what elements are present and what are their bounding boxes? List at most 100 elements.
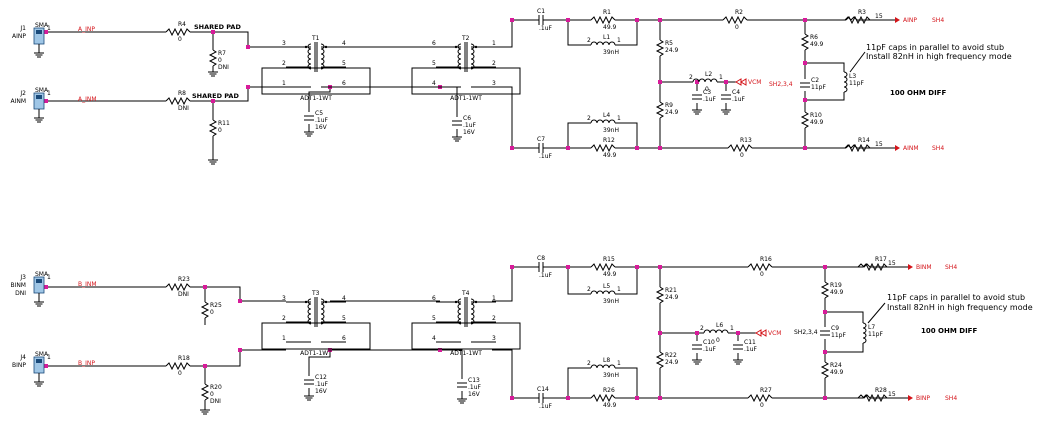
ground-bars xyxy=(304,131,314,137)
transformer-t1 xyxy=(261,42,371,95)
junction-dot xyxy=(658,396,662,400)
capacitor-value: .1uF xyxy=(468,384,482,391)
inductor-pin: 2 xyxy=(587,286,591,293)
inductor-l7 xyxy=(862,322,867,344)
inductor-l2 xyxy=(692,78,718,83)
inductor-ref: L2 xyxy=(705,71,712,78)
connector-name: AINP xyxy=(12,33,26,40)
capacitor-c6 xyxy=(452,120,462,126)
port-arrow xyxy=(908,264,913,270)
inductor-pin: 2 xyxy=(689,74,693,81)
resistor-value: 24.9 xyxy=(665,47,679,54)
sheet-ref-label: SH2,3,4 xyxy=(769,81,793,88)
resistor-value: 49.9 xyxy=(603,24,617,31)
port-wire xyxy=(857,263,908,268)
connector-ref: J2 xyxy=(19,90,26,97)
resistor-ref: R4 xyxy=(178,21,186,28)
capacitor-ref: C2 xyxy=(811,77,819,84)
capacitor-c7 xyxy=(535,143,547,153)
transformer-box xyxy=(261,322,371,350)
resistor-value-2: DNI xyxy=(218,64,229,71)
capacitor-plates xyxy=(733,344,743,350)
capacitor-value: .1uF xyxy=(744,346,758,353)
resistor-r25 xyxy=(200,301,210,319)
capacitor-value: .1uF xyxy=(315,381,329,388)
junction-dot xyxy=(566,265,570,269)
junction-dot xyxy=(510,18,514,22)
sma-connector-j4 xyxy=(33,356,45,382)
transformer-pin: 4 xyxy=(342,40,346,47)
transformer-core xyxy=(314,297,318,327)
resistor-ref: R3 xyxy=(858,9,866,16)
note-line-1: 11pF caps in parallel to avoid stub xyxy=(887,293,1025,302)
inductor-pin: 1 xyxy=(617,286,621,293)
resistor-r4 xyxy=(165,27,191,37)
resistor-value: DNI xyxy=(178,105,189,112)
transformer-primary xyxy=(307,43,312,70)
inductor-ref: L7 xyxy=(868,324,875,331)
resistor-value: 0 xyxy=(740,152,744,159)
transformer-pin: 4 xyxy=(342,295,346,302)
transformer-ref: T3 xyxy=(311,290,320,297)
junction-dot xyxy=(566,396,570,400)
inductor-pin: 1 xyxy=(617,37,621,44)
capacitor-value: .1uF xyxy=(539,25,553,32)
capacitor-c13 xyxy=(457,382,467,388)
junction-dot xyxy=(510,396,514,400)
resistor-value: 49.9 xyxy=(603,152,617,159)
transformer-box xyxy=(411,322,521,350)
junction-dot xyxy=(635,265,639,269)
resistor-ref: R6 xyxy=(810,34,818,41)
transformer-part: ADT1-1WT xyxy=(450,95,482,102)
junction-dot xyxy=(238,348,242,352)
capacitor-ref: C5 xyxy=(315,110,323,117)
ground-3 xyxy=(452,136,462,142)
parts-layer xyxy=(33,15,913,415)
resistor-value: DNI xyxy=(178,291,189,298)
resistor-value: 0 xyxy=(760,402,764,409)
ground-bars xyxy=(304,395,314,401)
transformer-ref: T2 xyxy=(461,35,470,42)
sma-pin xyxy=(36,359,42,363)
capacitor-value: 11pF xyxy=(811,84,826,91)
sma-ground-1 xyxy=(34,117,44,123)
ground-bars xyxy=(34,301,44,307)
capacitor-value-2: 16V xyxy=(315,124,328,131)
sma-connector-j2 xyxy=(33,92,45,118)
transformer-leads xyxy=(436,301,496,343)
inductor-ref: L6 xyxy=(716,322,723,329)
capacitor-value: .1uF xyxy=(315,117,329,124)
port-pin: 15 xyxy=(888,260,896,267)
resistor-value: 49.9 xyxy=(810,41,824,48)
resistor-r10 xyxy=(800,111,810,129)
junction-dot xyxy=(203,285,207,289)
resistor-r7 xyxy=(208,49,218,67)
resistor-r27 xyxy=(747,393,773,403)
capacitor-c10 xyxy=(692,344,702,350)
shared-pad-label: SHARED PAD xyxy=(194,23,241,31)
capacitor-c8 xyxy=(535,262,547,272)
port-sheet: SH4 xyxy=(932,17,944,24)
resistor-value: 0 xyxy=(218,57,222,64)
transformer-leads xyxy=(286,46,346,88)
transformer-pin: 3 xyxy=(282,295,286,302)
resistor-value: 24.9 xyxy=(665,294,679,301)
port-wire xyxy=(844,16,895,21)
resistor-r24 xyxy=(820,361,830,379)
connector-name-2: DNI xyxy=(15,290,26,297)
diff-impedance-label: 100 OHM DIFF xyxy=(921,327,977,335)
transformer-secondary xyxy=(320,298,325,325)
transformer-secondary xyxy=(320,43,325,70)
resistor-r6 xyxy=(800,33,810,51)
resistor-r12 xyxy=(590,143,616,153)
inductor-value: 39nH xyxy=(603,298,619,305)
port-sheet: SH4 xyxy=(945,264,957,271)
resistor-ref: R14 xyxy=(858,137,870,144)
sma-ground-0 xyxy=(34,52,44,58)
transformer-part: ADT1-1WT xyxy=(300,350,332,357)
inductor-l8 xyxy=(590,364,616,369)
resistor-ref: R16 xyxy=(760,256,772,263)
transformer-pin: 6 xyxy=(432,40,436,47)
transformer-pin: 5 xyxy=(342,60,346,67)
resistor-ref: R26 xyxy=(603,387,615,394)
